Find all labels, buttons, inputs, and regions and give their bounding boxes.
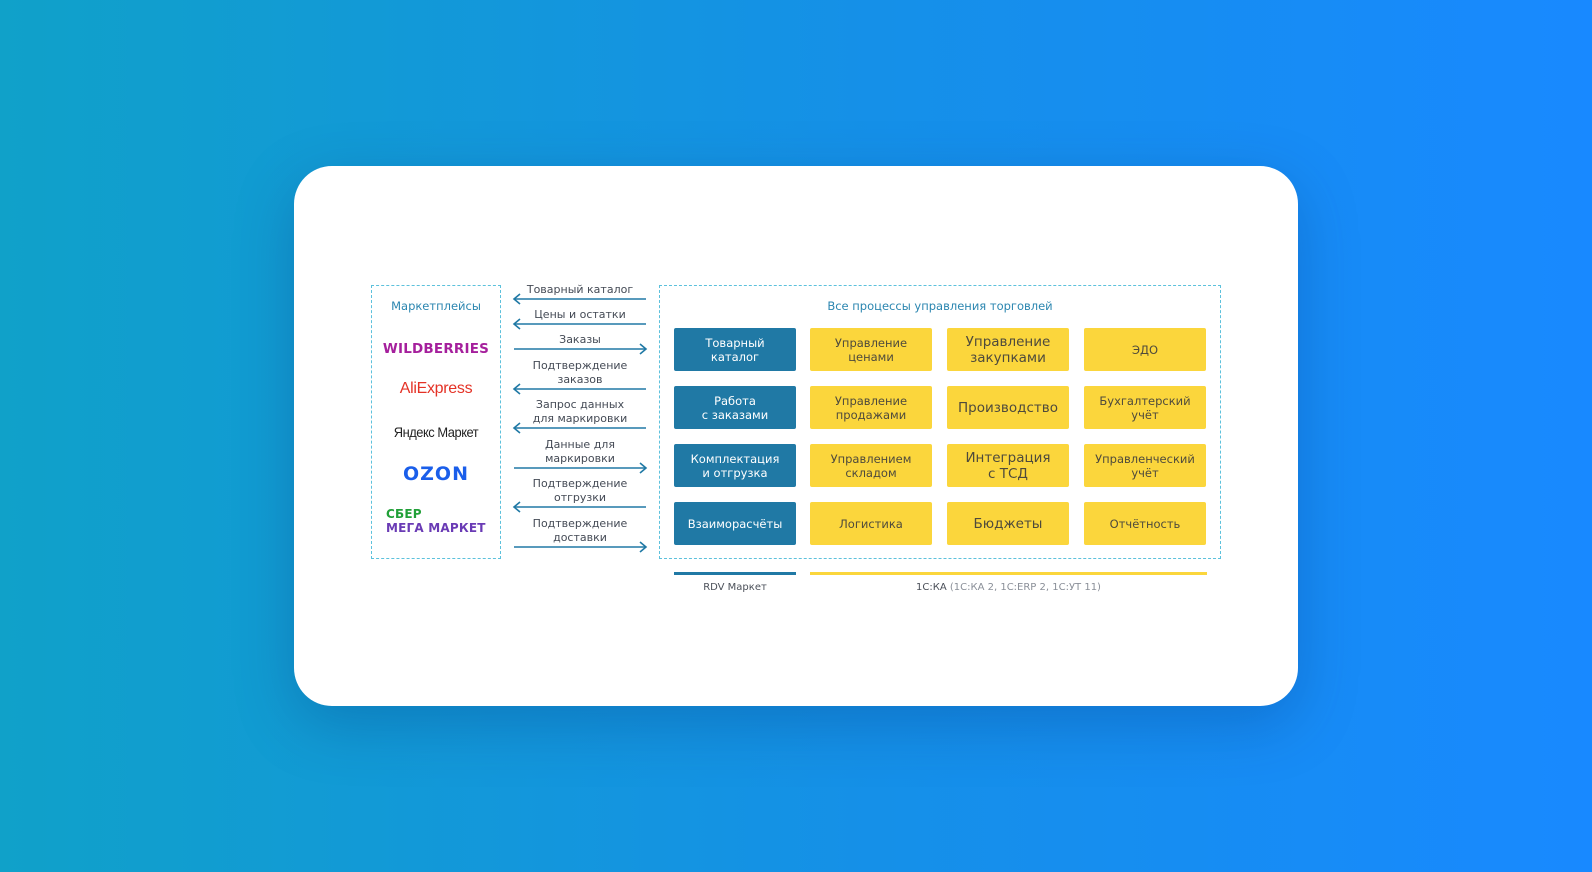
flow-label: Запрос данных для маркировки [532, 398, 628, 425]
process-tile: Управление продажами [810, 386, 932, 429]
process-tile: Управлением складом [810, 444, 932, 487]
process-tile: Отчётность [1084, 502, 1206, 545]
legend-1c-line [810, 572, 1207, 575]
legend-rdv-label: RDV Маркет [703, 582, 767, 593]
arrow-left-icon [512, 501, 521, 513]
arrow-right-icon [639, 541, 648, 553]
process-tile: Управленческий учёт [1084, 444, 1206, 487]
flow-label: Подтверждение заказов [532, 359, 628, 386]
legend-rdv-line [674, 572, 796, 575]
diagram-card [294, 166, 1298, 706]
process-tile: Работа с заказами [674, 386, 796, 429]
processes-title: Все процессы управления торговлей [827, 299, 1053, 313]
sbermegamarket-logo-top: СБЕР [386, 507, 422, 521]
process-tile: Управление закупками [947, 328, 1069, 371]
flow-label: Цены и остатки [534, 308, 626, 321]
sbermegamarket-logo: СБЕР МЕГА МАРКЕТ [386, 507, 486, 535]
arrow-right-icon [639, 343, 648, 355]
process-tile: Управление ценами [810, 328, 932, 371]
process-tile: Комплектация и отгрузка [674, 444, 796, 487]
flow-label: Подтверждение доставки [532, 517, 628, 544]
process-tile: Взаиморасчёты [674, 502, 796, 545]
marketplaces-box: Маркетплейсы WILDBERRIES AliExpress Янде… [371, 285, 501, 559]
flow-label: Данные для маркировки [545, 438, 615, 465]
process-tile: Производство [947, 386, 1069, 429]
arrow-left-icon [512, 383, 521, 395]
wildberries-logo: WILDBERRIES [382, 341, 490, 357]
marketplaces-title: Маркетплейсы [391, 299, 481, 313]
ozon-logo: OZON [403, 463, 469, 485]
process-tile: ЭДО [1084, 328, 1206, 371]
legend-1c-sub: (1С:КА 2, 1С:ERP 2, 1С:УТ 11) [949, 582, 1101, 593]
process-tile: Бюджеты [947, 502, 1069, 545]
arrow-right-icon [639, 462, 648, 474]
process-tile: Логистика [810, 502, 932, 545]
flow-arrows [512, 293, 648, 553]
yandex-market-logo: Яндекс Маркет [393, 424, 479, 440]
flow-label: Подтверждение отгрузки [532, 477, 628, 504]
arrow-left-icon [512, 318, 521, 330]
process-tile: Товарный каталог [674, 328, 796, 371]
legend-1c-label: 1С:КА (1С:КА 2, 1С:ERP 2, 1С:УТ 11) [810, 582, 1207, 593]
flow-label: Товарный каталог [526, 283, 634, 296]
legend-1c-main: 1С:КА [916, 582, 947, 593]
flow-label: Заказы [559, 333, 601, 346]
process-tile: Интеграция с ТСД [947, 444, 1069, 487]
arrow-left-icon [512, 293, 521, 305]
process-tile: Бухгалтерский учёт [1084, 386, 1206, 429]
processes-box: Все процессы управления торговлей [659, 285, 1221, 559]
arrow-left-icon [512, 422, 521, 434]
aliexpress-logo: AliExpress [399, 380, 473, 397]
sbermegamarket-logo-bottom: МЕГА МАРКЕТ [386, 521, 486, 535]
